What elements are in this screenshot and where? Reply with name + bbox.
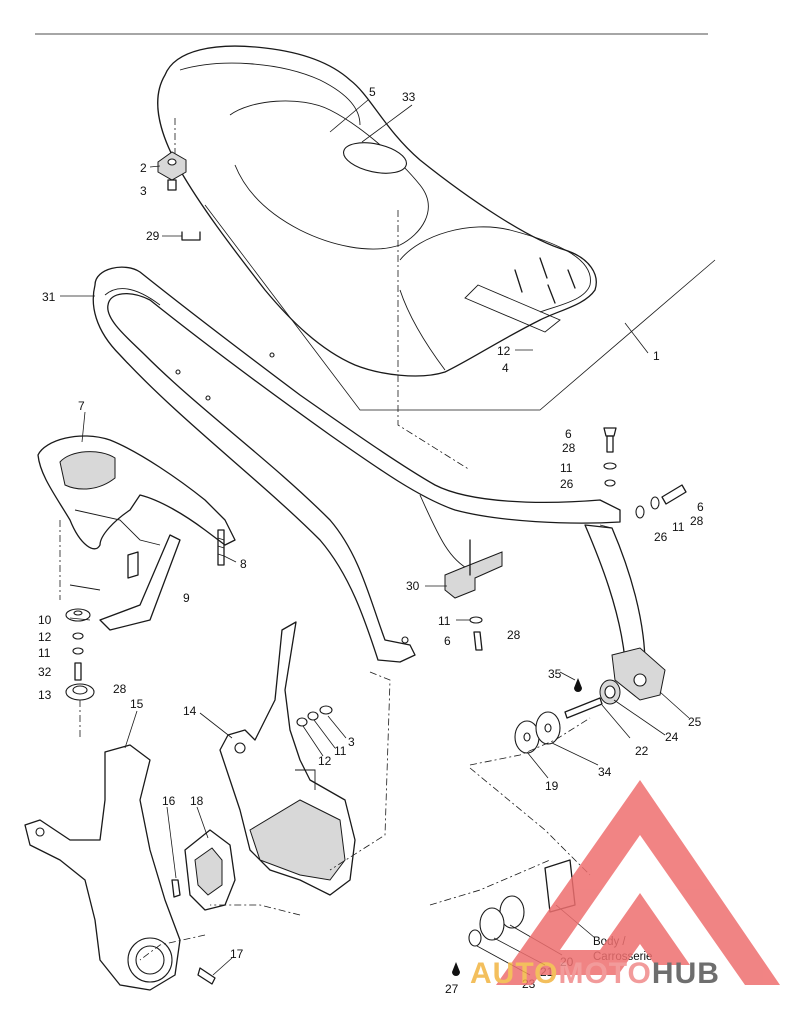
rubber-mount-19 bbox=[514, 720, 540, 754]
bushing-24 bbox=[599, 679, 621, 705]
callout-12: 12 bbox=[38, 630, 52, 644]
callout-30: 30 bbox=[406, 579, 420, 593]
callout-31: 31 bbox=[42, 290, 56, 304]
clamp-18 bbox=[184, 829, 236, 911]
watermark-moto: MOTO bbox=[558, 957, 651, 990]
callout-35: 35 bbox=[548, 667, 562, 681]
callout-11: 11 bbox=[438, 614, 451, 628]
automotohub-watermark: AUTOMOTOHUB bbox=[470, 780, 780, 990]
callout-18: 18 bbox=[190, 794, 204, 808]
watermark-hub: HUB bbox=[652, 957, 720, 990]
callout-22: 22 bbox=[635, 744, 649, 758]
watermark-auto: AUTO bbox=[470, 957, 558, 990]
body-mount-lower bbox=[452, 859, 576, 976]
seat-assembly bbox=[157, 45, 716, 411]
washer-stack-left bbox=[65, 608, 95, 701]
watermark-logo-icon bbox=[496, 780, 780, 985]
callout-9: 9 bbox=[183, 591, 190, 605]
callout-6: 6 bbox=[444, 634, 451, 648]
callout-14: 14 bbox=[183, 704, 197, 718]
callout-11: 11 bbox=[560, 461, 573, 475]
seat-studs bbox=[464, 257, 576, 333]
callout-29: 29 bbox=[146, 229, 160, 243]
callout-4: 4 bbox=[502, 361, 509, 375]
bolt-6-lower bbox=[469, 616, 483, 651]
callout-34: 34 bbox=[598, 765, 612, 779]
callout-28: 28 bbox=[113, 682, 127, 696]
callout-26: 26 bbox=[654, 530, 668, 544]
seat-base-edge bbox=[399, 289, 446, 371]
rear-upright bbox=[584, 524, 646, 666]
heat-shield-14 bbox=[219, 621, 356, 896]
callout-5: 5 bbox=[369, 85, 376, 99]
callout-12: 12 bbox=[318, 754, 332, 768]
muffler-mount-15 bbox=[24, 744, 181, 991]
part-29-clip bbox=[181, 231, 201, 241]
callout-32: 32 bbox=[38, 665, 52, 679]
callout-28: 28 bbox=[690, 514, 704, 528]
callout-1: 1 bbox=[653, 349, 660, 363]
callout-17: 17 bbox=[230, 947, 244, 961]
seat-outline bbox=[157, 45, 597, 377]
callout-10: 10 bbox=[38, 613, 52, 627]
seat-rider-pad bbox=[229, 100, 429, 250]
seat-passenger-pad bbox=[399, 226, 591, 313]
callout-7: 7 bbox=[78, 399, 85, 413]
assembly-centerlines bbox=[59, 210, 591, 961]
callout-33: 33 bbox=[402, 90, 416, 104]
sealant-drop-35 bbox=[574, 678, 582, 692]
bolt-6-side bbox=[635, 484, 687, 519]
callout-24: 24 bbox=[665, 730, 679, 744]
callout-3: 3 bbox=[348, 735, 355, 749]
callout-3: 3 bbox=[140, 184, 147, 198]
callout-19: 19 bbox=[545, 779, 559, 793]
frame-rail bbox=[92, 266, 621, 663]
callout-26: 26 bbox=[560, 477, 574, 491]
callout-27: 27 bbox=[445, 982, 459, 996]
callout-12: 12 bbox=[497, 344, 511, 358]
callout-11: 11 bbox=[672, 520, 685, 534]
callout-6: 6 bbox=[697, 500, 704, 514]
rubber-mount-34 bbox=[535, 711, 561, 745]
callout-11: 11 bbox=[334, 744, 347, 758]
callout-11: 11 bbox=[38, 646, 51, 660]
bolt-6-top bbox=[603, 427, 617, 487]
callout-6: 6 bbox=[565, 427, 572, 441]
nuts-12-11-3 bbox=[296, 705, 333, 727]
screw-17 bbox=[197, 967, 216, 985]
callout-labels: 1 2 3 3 4 5 6 6 6 7 8 9 10 11 11 11 11 1… bbox=[38, 85, 704, 996]
bracket-30 bbox=[444, 539, 503, 599]
nut-clip-2 bbox=[157, 151, 187, 191]
rear-fender-7 bbox=[37, 435, 236, 631]
bolt-16 bbox=[171, 879, 181, 898]
seat-cutout bbox=[343, 142, 407, 174]
bolt-22 bbox=[564, 697, 603, 719]
callout-28: 28 bbox=[507, 628, 521, 642]
bolt-8 bbox=[217, 529, 225, 566]
callout-25: 25 bbox=[688, 715, 702, 729]
callout-28: 28 bbox=[562, 441, 576, 455]
svg-text:AUTOMOTOHUB: AUTOMOTOHUB bbox=[470, 957, 720, 990]
callout-16: 16 bbox=[162, 794, 176, 808]
callout-8: 8 bbox=[240, 557, 247, 571]
seat-upper-cushion bbox=[179, 62, 361, 126]
callout-2: 2 bbox=[140, 161, 147, 175]
callout-15: 15 bbox=[130, 697, 144, 711]
callout-13: 13 bbox=[38, 688, 52, 702]
mount-block-25 bbox=[611, 647, 666, 701]
